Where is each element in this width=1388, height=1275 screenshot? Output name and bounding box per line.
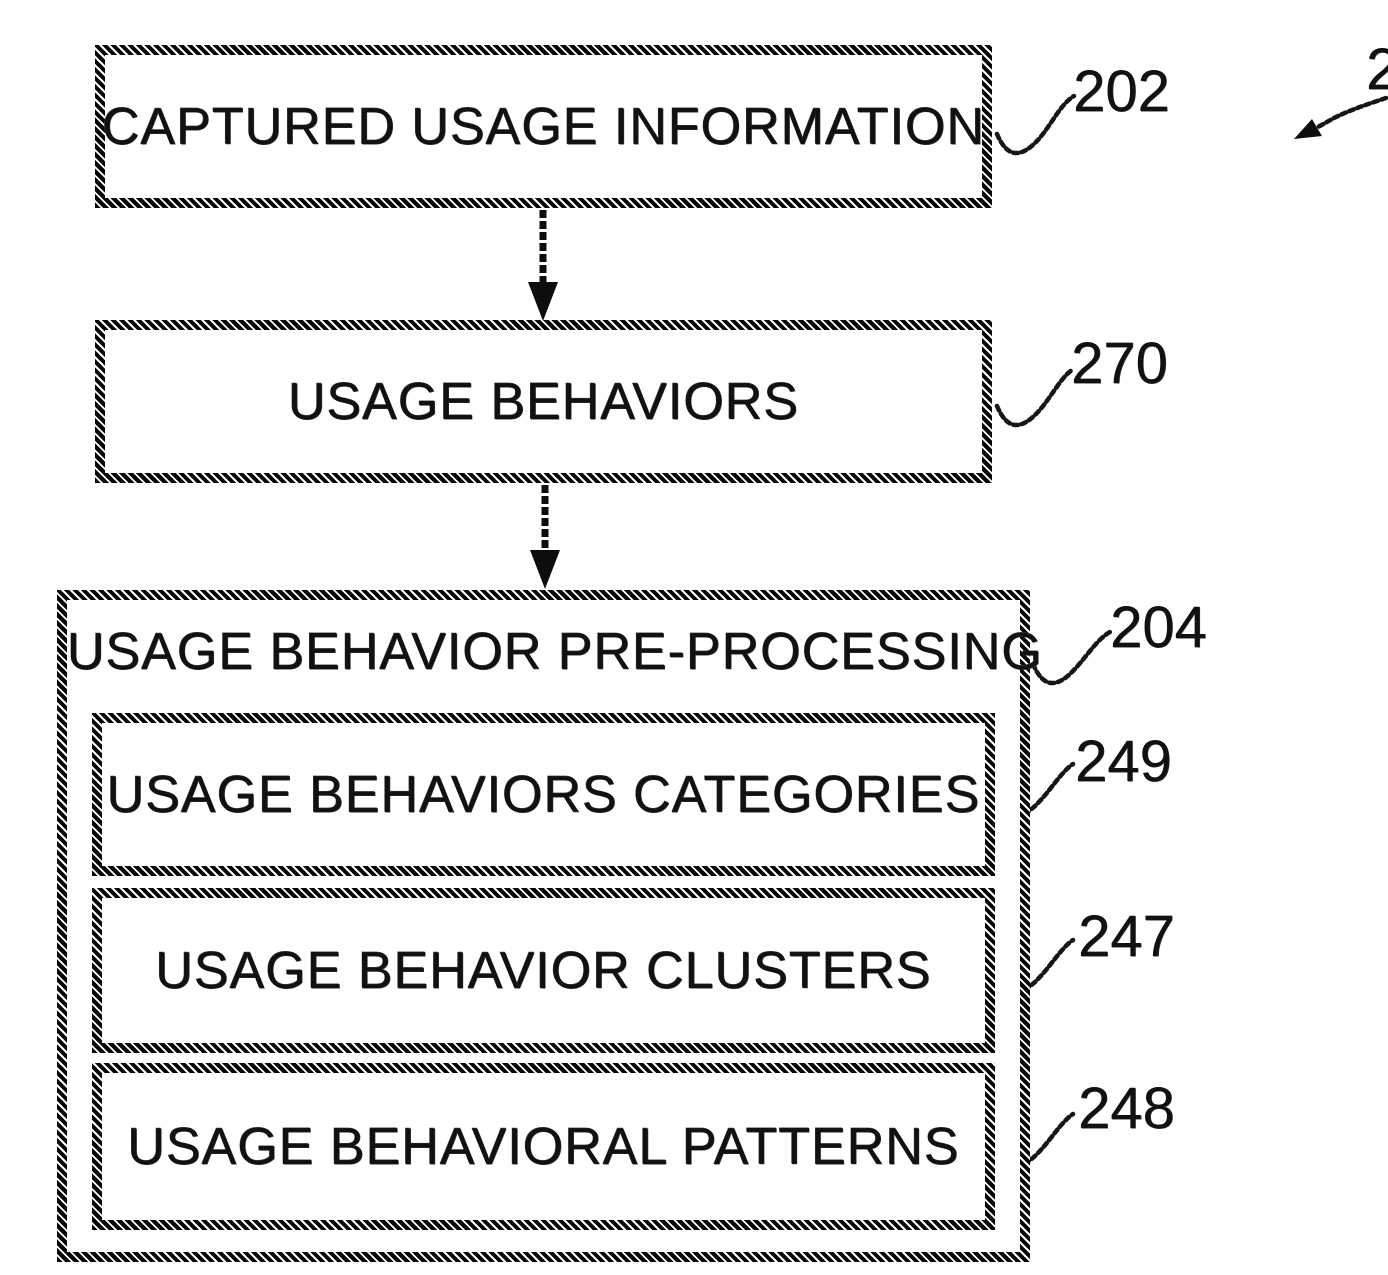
figure-ref-arrow — [1294, 95, 1388, 139]
node-usage-behaviors-label: USAGE BEHAVIORS — [287, 372, 800, 431]
node-captured-usage-information-label: CAPTURED USAGE INFORMATION — [101, 97, 986, 156]
node-usage-behaviors-categories-label: USAGE BEHAVIORS CATEGORIES — [106, 765, 981, 824]
node-captured-usage-information: CAPTURED USAGE INFORMATION — [95, 45, 992, 208]
ref-249: 249 — [1075, 729, 1172, 794]
node-usage-behavioral-patterns-label: USAGE BEHAVIORAL PATTERNS — [127, 1117, 960, 1176]
ref-248: 248 — [1078, 1076, 1175, 1141]
node-usage-behaviors-categories: USAGE BEHAVIORS CATEGORIES — [92, 713, 995, 876]
ref-202: 202 — [1073, 59, 1170, 124]
node-usage-behavior-clusters-label: USAGE BEHAVIOR CLUSTERS — [155, 941, 932, 1000]
container-title: USAGE BEHAVIOR PRE-PROCESSING — [67, 622, 1042, 682]
ref-247: 247 — [1078, 904, 1175, 969]
node-usage-behavioral-patterns: USAGE BEHAVIORAL PATTERNS — [92, 1063, 995, 1230]
leader-204 — [1030, 629, 1113, 686]
leader-270 — [994, 367, 1075, 428]
figure-ref-partial: 2 — [1366, 37, 1388, 102]
node-usage-behavior-pre-processing-label: USAGE BEHAVIOR PRE-PROCESSING — [67, 623, 1043, 681]
ref-270: 270 — [1071, 331, 1168, 396]
node-usage-behaviors: USAGE BEHAVIORS — [95, 320, 992, 483]
node-usage-behavior-clusters: USAGE BEHAVIOR CLUSTERS — [92, 888, 995, 1053]
flow-arrow-2 — [530, 485, 560, 589]
ref-204: 204 — [1110, 595, 1207, 660]
leader-202 — [994, 93, 1077, 156]
flow-arrow-1 — [528, 210, 558, 321]
